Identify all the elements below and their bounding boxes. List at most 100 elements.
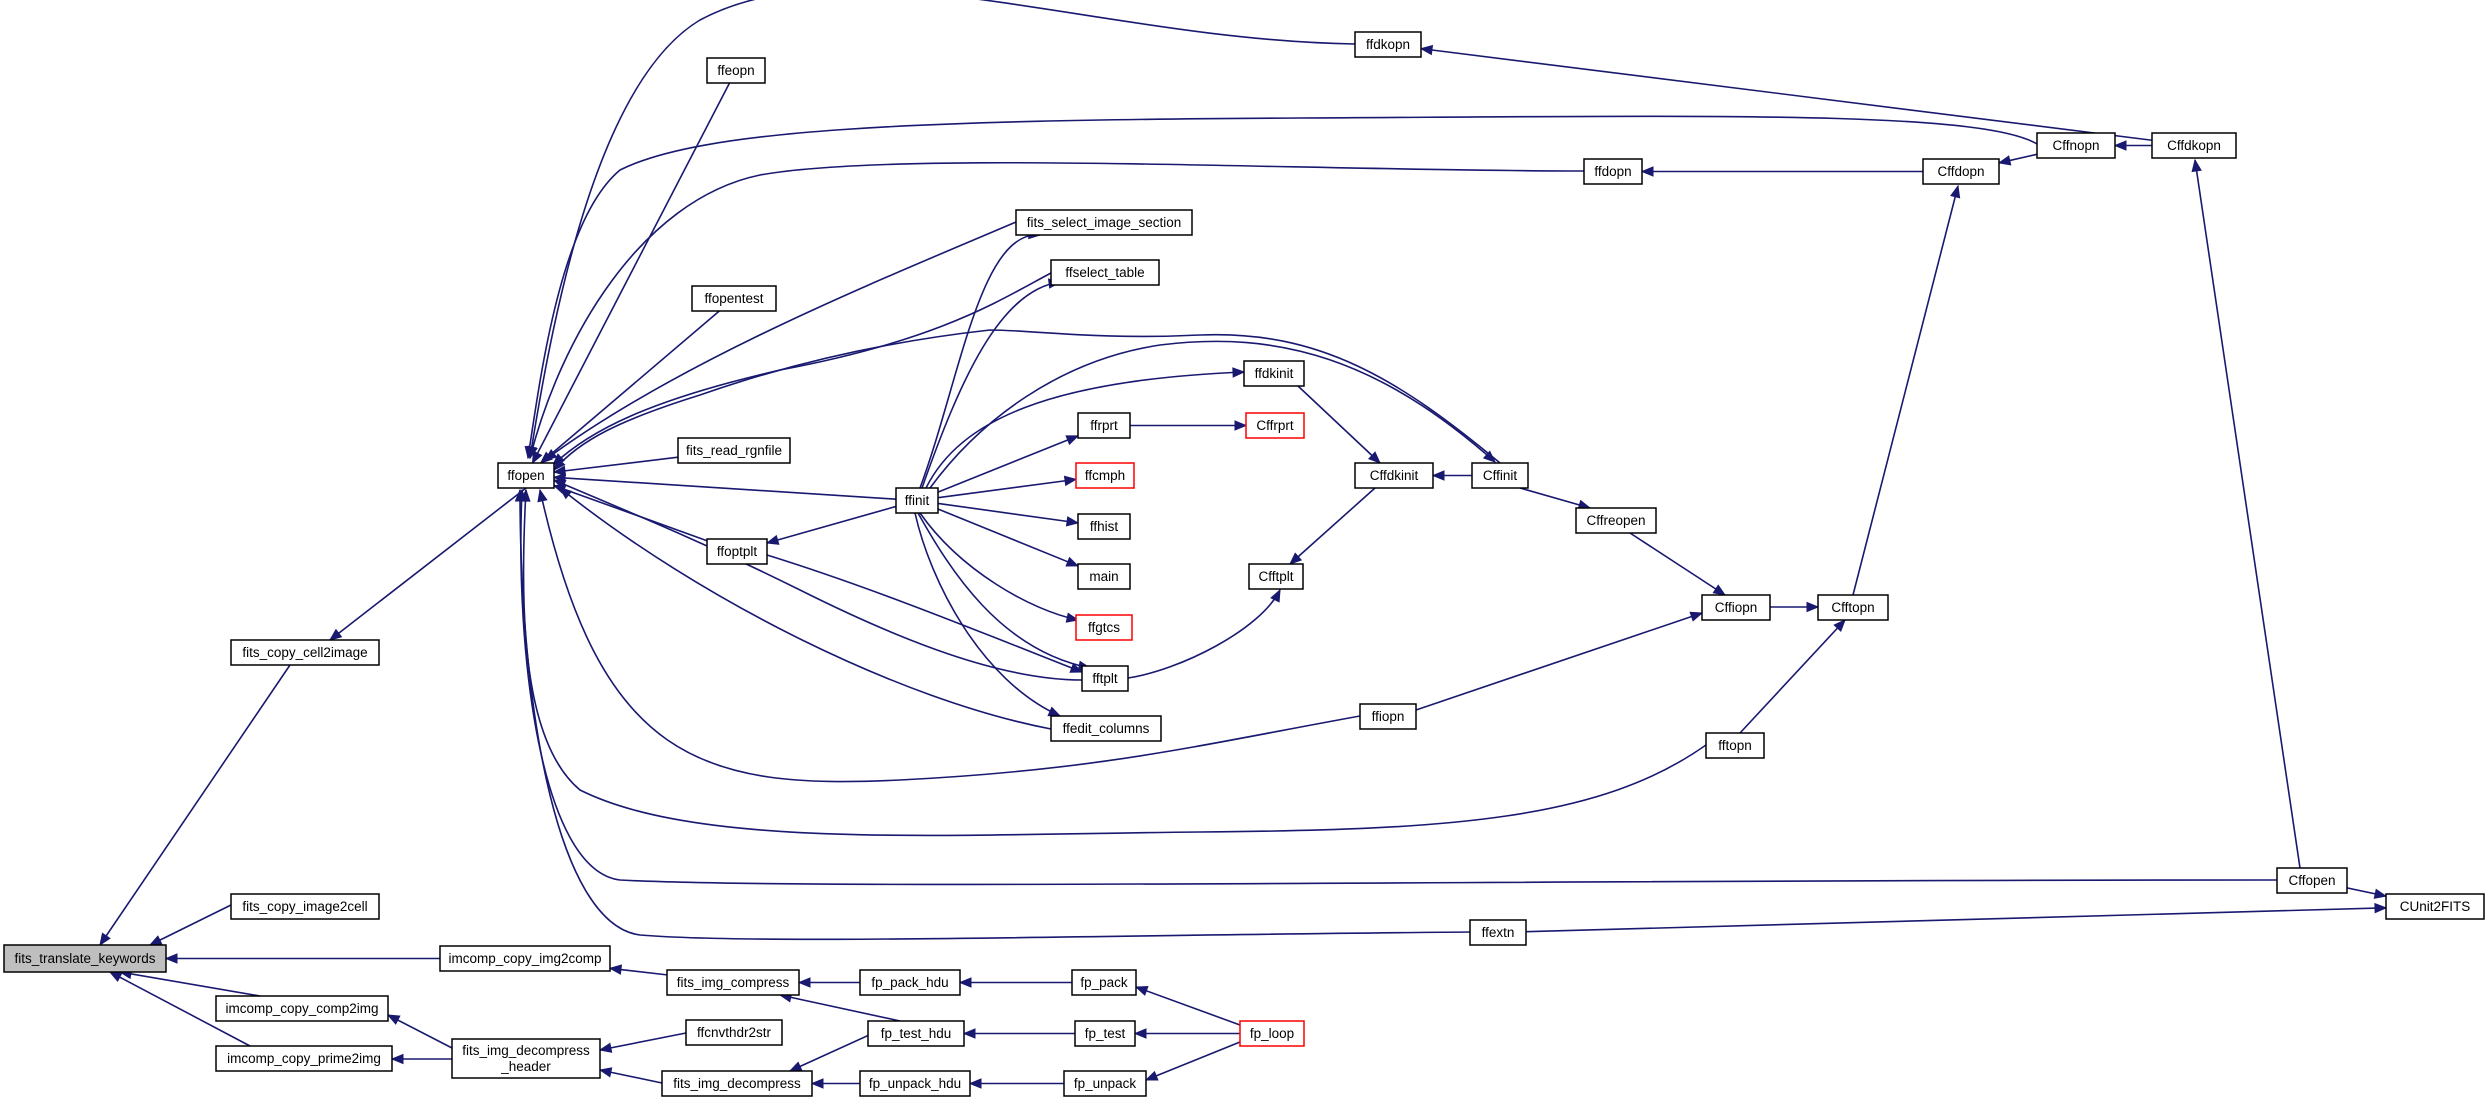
- node-fits-img-compress[interactable]: fits_img_compress: [666, 969, 800, 996]
- node-imcomp-copy-img2comp[interactable]: imcomp_copy_img2comp: [439, 945, 611, 972]
- node-ffinit[interactable]: ffinit: [895, 487, 939, 514]
- node-box: [230, 639, 380, 666]
- edge-Cffinit-to-Cffreopen: [1519, 487, 1591, 509]
- node-main[interactable]: main: [1077, 563, 1131, 590]
- node-label: ffgtcs: [1088, 620, 1120, 635]
- node-ffgtcs[interactable]: ffgtcs: [1075, 614, 1133, 641]
- node-label: fits_img_decompress: [673, 1076, 801, 1091]
- node-layer: fits_translate_keywords fits_copy_cell2im…: [3, 31, 2485, 1097]
- node-Cffnopn[interactable]: Cffnopn: [2036, 132, 2116, 159]
- edge-Cfftopn-to-Cffdopn: [1852, 185, 1959, 596]
- node-ffopentest[interactable]: ffopentest: [691, 285, 777, 312]
- node-label: ffopentest: [704, 291, 763, 306]
- arrowhead-ffopen-to-fits_copy_cell2image: [328, 628, 343, 641]
- node-box: [677, 437, 791, 464]
- node-Cffinit[interactable]: Cffinit: [1471, 462, 1529, 489]
- node-box: [439, 945, 611, 972]
- node-Cfftopn[interactable]: Cfftopn: [1817, 594, 1889, 621]
- node-Cffopen[interactable]: Cffopen: [2276, 867, 2348, 894]
- node-imcomp-copy-prime2img[interactable]: imcomp_copy_prime2img: [215, 1045, 393, 1072]
- arrowhead-fits_img_decompress-to-fits_img_decompress_header: [598, 1067, 613, 1078]
- edge-ffopentest-to-ffopen: [540, 310, 720, 464]
- edge-ffinit-to-ffselect_table: [921, 281, 1061, 489]
- node-fits-translate-keywords[interactable]: fits_translate_keywords: [3, 944, 167, 973]
- node-Cffdkopn[interactable]: Cffdkopn: [2151, 132, 2237, 159]
- arrowhead-ffcnvthdr2str-to-fits_img_decompress_header: [598, 1042, 613, 1053]
- arrowhead-ffinit-to-ffcmph: [1063, 475, 1078, 487]
- node-ffoptplt[interactable]: ffoptplt: [706, 538, 768, 565]
- node-box: [1077, 563, 1131, 590]
- node-fits-read-rgnfile[interactable]: fits_read_rgnfile: [677, 437, 791, 464]
- arrowhead-Cffreopen-to-Cffiopn: [1712, 584, 1727, 596]
- node-fits-copy-cell2image[interactable]: fits_copy_cell2image: [230, 639, 380, 666]
- node-ffselect-table[interactable]: ffselect_table: [1050, 259, 1160, 286]
- node-label: ffinit: [905, 493, 930, 508]
- node-ffdkopn[interactable]: ffdkopn: [1354, 31, 1422, 58]
- node-fits-select-image-section[interactable]: fits_select_image_section: [1015, 209, 1193, 236]
- node-Cffiopn[interactable]: Cffiopn: [1701, 594, 1771, 621]
- node-fits-img-decompress[interactable]: fits_img_decompress: [661, 1070, 813, 1097]
- node-ffopen[interactable]: ffopen: [497, 462, 555, 489]
- edge-ffdopn-to-ffopen: [529, 161, 1585, 459]
- node-box: [2151, 132, 2237, 159]
- node-box: [3, 944, 167, 973]
- arrowhead-ffinit-to-ffhist: [1065, 516, 1080, 527]
- node-fp-test[interactable]: fp_test: [1074, 1020, 1136, 1047]
- node-fp-unpack-hdu[interactable]: fp_unpack_hdu: [859, 1070, 971, 1097]
- node-fftopn[interactable]: fftopn: [1705, 732, 1765, 759]
- node-box: [1077, 513, 1131, 540]
- node-ffextn[interactable]: ffextn: [1469, 919, 1527, 946]
- edge-fp_loop-to-fp_unpack: [1145, 1041, 1241, 1081]
- node-ffdopn[interactable]: ffdopn: [1583, 158, 1643, 185]
- node-imcomp-copy-comp2img[interactable]: imcomp_copy_comp2img: [215, 995, 389, 1022]
- node-Cffdkinit[interactable]: Cffdkinit: [1354, 462, 1434, 489]
- node-fp-pack[interactable]: fp_pack: [1071, 969, 1137, 996]
- node-Cfftplt[interactable]: Cfftplt: [1248, 563, 1304, 590]
- edge-ffcnvthdr2str-to-fits_img_decompress_header: [599, 1032, 687, 1051]
- node-box: [1817, 594, 1889, 621]
- node-box: [1245, 412, 1305, 439]
- node-Cffreopen[interactable]: Cffreopen: [1575, 507, 1657, 534]
- node-label: ffdkinit: [1255, 366, 1294, 381]
- node-fftplt[interactable]: fftplt: [1081, 665, 1129, 692]
- node-label: fp_pack: [1080, 975, 1128, 990]
- edge-fftopn-to-ffopen: [522, 489, 1707, 837]
- node-Cffrprt[interactable]: Cffrprt: [1245, 412, 1305, 439]
- node-box: [706, 538, 768, 565]
- node-fp-loop[interactable]: fp_loop: [1239, 1020, 1305, 1047]
- node-ffhist[interactable]: ffhist: [1077, 513, 1131, 540]
- node-ffrprt[interactable]: ffrprt: [1077, 412, 1131, 439]
- edge-ffiopn-to-Cffiopn: [1415, 612, 1703, 711]
- node-label: ffextn: [1482, 925, 1515, 940]
- arrowhead-ffopentest-to-ffopen: [539, 451, 553, 464]
- node-box: [230, 893, 380, 920]
- node-label: fits_select_image_section: [1027, 215, 1182, 230]
- node-CUnit2FITS[interactable]: CUnit2FITS: [2385, 893, 2485, 920]
- node-fp-pack-hdu[interactable]: fp_pack_hdu: [859, 969, 961, 996]
- node-ffedit-columns[interactable]: ffedit_columns: [1050, 715, 1162, 742]
- edge-fftplt-to-ffopen: [553, 479, 1083, 681]
- node-ffcnvthdr2str[interactable]: ffcnvthdr2str: [685, 1019, 783, 1046]
- node-fits-img-decompress-header[interactable]: fits_img_decompress_header: [451, 1038, 601, 1079]
- arrowhead-ffrprt-to-Cffrprt: [1234, 420, 1248, 431]
- node-ffcmph[interactable]: ffcmph: [1075, 462, 1135, 489]
- node-ffiopn[interactable]: ffiopn: [1359, 703, 1417, 730]
- node-label: Cffinit: [1483, 468, 1518, 483]
- node-Cffdopn[interactable]: Cffdopn: [1922, 158, 2000, 185]
- node-box: [859, 969, 961, 996]
- node-box: [1469, 919, 1527, 946]
- node-box: [895, 487, 939, 514]
- node-ffdkinit[interactable]: ffdkinit: [1243, 360, 1305, 387]
- node-label: Cfftplt: [1258, 569, 1293, 584]
- edge-imcomp_copy_prime2img-to-fits_translate_keywords: [109, 971, 251, 1047]
- node-fp-test-hdu[interactable]: fp_test_hdu: [867, 1020, 965, 1047]
- node-fp-unpack[interactable]: fp_unpack: [1063, 1070, 1147, 1097]
- edge-Cffdkopn-to-ffdkopn: [1420, 47, 2153, 142]
- node-ffeopn[interactable]: ffeopn: [706, 57, 766, 84]
- arrowhead-imcomp_copy_img2comp-to-fits_translate_keywords: [164, 953, 178, 964]
- node-fits-copy-image2cell[interactable]: fits_copy_image2cell: [230, 893, 380, 920]
- arrowhead-Cffopen-to-Cffdkopn: [2191, 158, 2202, 173]
- arrowhead-Cffopen-to-CUnit2FITS: [2373, 888, 2388, 899]
- arrowhead-fp_pack_hdu-to-fits_img_compress: [797, 977, 811, 988]
- edge-ffinit-to-ffoptplt: [766, 505, 897, 544]
